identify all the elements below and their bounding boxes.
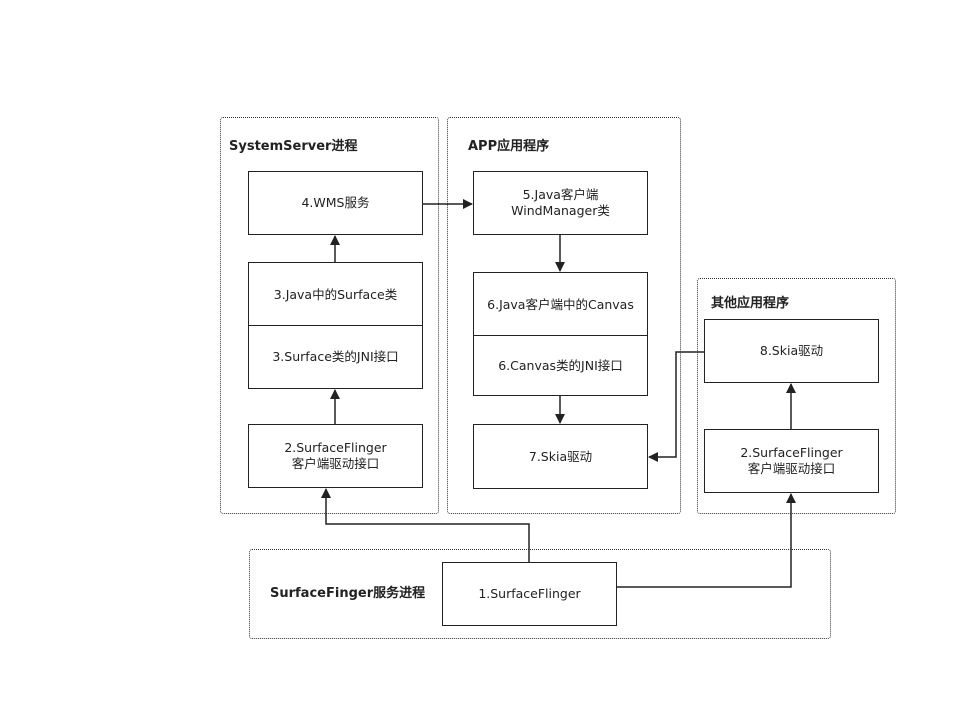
node-sf-client-systemserver-line1: 2.SurfaceFlinger	[284, 440, 387, 455]
node-java-surface-class: 3.Java中的Surface类	[248, 262, 423, 327]
group-label-app: APP应用程序	[468, 139, 550, 154]
node-skia-driver-other-text: 8.Skia驱动	[759, 343, 824, 358]
node-canvas-jni-text: 6.Canvas类的JNI接口	[498, 357, 623, 373]
node-surface-jni-text: 3.Surface类的JNI接口	[272, 349, 399, 364]
group-label-other-apps: 其他应用程序	[711, 296, 790, 311]
node-skia-driver-other: 8.Skia驱动	[704, 319, 879, 383]
node-java-canvas-text: 6.Java客户端中的Canvas	[487, 296, 634, 312]
node-sf-client-other-line1: 2.SurfaceFlinger	[740, 445, 843, 460]
node-java-windowmanager-line2: WindManager类	[511, 203, 610, 218]
node-wms-service: 4.WMS服务	[248, 171, 423, 235]
node-sf-client-systemserver-line2: 客户端驱动接口	[291, 456, 380, 471]
node-sf-client-other: 2.SurfaceFlinger 客户端驱动接口	[704, 429, 879, 493]
node-surfaceflinger: 1.SurfaceFlinger	[442, 562, 617, 626]
node-java-canvas: 6.Java客户端中的Canvas	[473, 272, 648, 337]
group-surfaceflinger-process	[249, 549, 831, 639]
node-sf-client-other-line2: 客户端驱动接口	[747, 461, 836, 476]
group-label-surfaceflinger-process: SurfaceFinger服务进程	[270, 586, 426, 601]
node-wms-service-text: 4.WMS服务	[301, 195, 370, 210]
node-surface-jni: 3.Surface类的JNI接口	[248, 325, 423, 389]
node-java-windowmanager-line1: 5.Java客户端	[522, 187, 599, 202]
node-java-surface-class-text: 3.Java中的Surface类	[273, 286, 398, 302]
node-java-windowmanager: 5.Java客户端 WindManager类	[473, 171, 648, 235]
node-surfaceflinger-text: 1.SurfaceFlinger	[478, 586, 581, 601]
group-app	[447, 117, 681, 514]
group-label-systemserver: SystemServer进程	[229, 139, 358, 154]
node-skia-driver-app-text: 7.Skia驱动	[528, 448, 593, 464]
node-canvas-jni: 6.Canvas类的JNI接口	[473, 335, 648, 396]
node-sf-client-systemserver: 2.SurfaceFlinger 客户端驱动接口	[248, 424, 423, 488]
node-skia-driver-app: 7.Skia驱动	[473, 424, 648, 489]
